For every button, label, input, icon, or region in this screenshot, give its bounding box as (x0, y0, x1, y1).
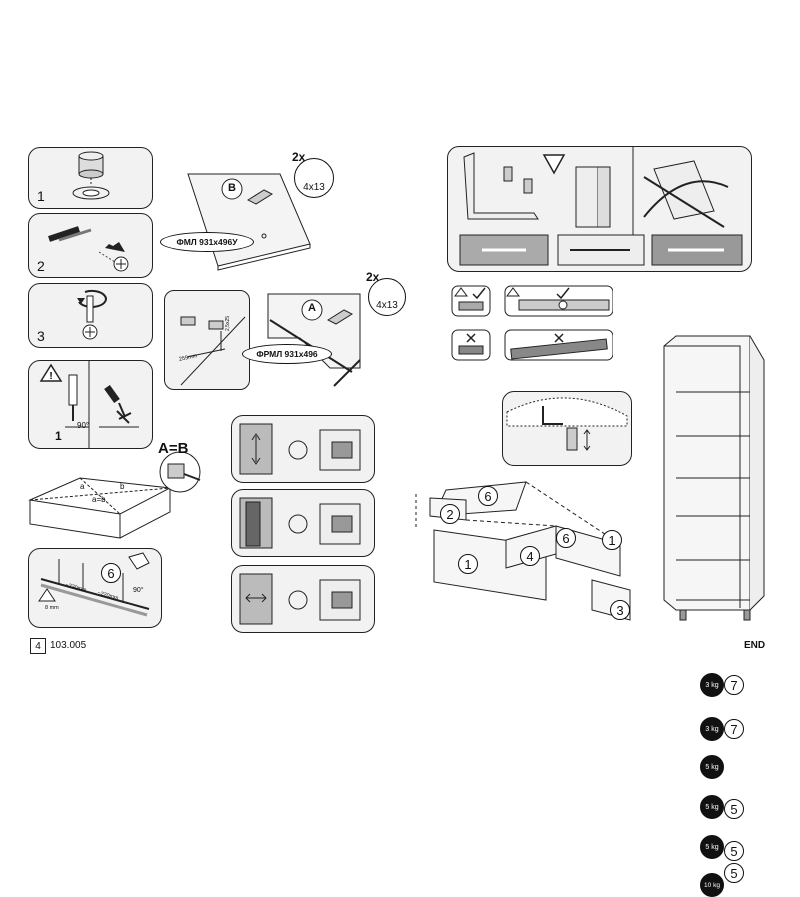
angle-label: 90° (133, 587, 144, 594)
nail-edge-label: 8 mm (45, 605, 59, 611)
screw-angle-warning-panel: ! 1 90° (28, 360, 153, 449)
step-number: 3 (37, 328, 45, 344)
door-depth-adjust-illustration (239, 497, 361, 549)
svg-text:!: ! (49, 371, 52, 382)
weight-icon: 5 kg (700, 795, 724, 819)
screw-detail: 4x13 (294, 158, 334, 198)
page-number: 4 (35, 640, 41, 652)
hinge-a-section: 2,5x25 255mm 2x 4x13 A ФРМЛ 931x496 (160, 268, 406, 398)
weight-icon: 10 kg (700, 873, 724, 897)
part-marker: 1 (458, 554, 478, 574)
hinge-adjust-horizontal-panel (231, 565, 375, 633)
shelf-marker: 7 (724, 719, 744, 739)
diag-ab-label: a=b (92, 495, 106, 504)
end-label: END (744, 640, 766, 651)
weight-icon: 3 kg (700, 717, 724, 741)
dowel-illustration (48, 226, 129, 272)
tall-cabinet-illustration (663, 335, 765, 621)
hinge-b-section: 2x 4x13 B ФМЛ 931x496У (160, 148, 340, 283)
step-6-marker: 6 (101, 563, 121, 583)
part-marker: 2 (440, 504, 460, 524)
step-2-panel: 2 (28, 213, 153, 278)
weight-icon: 5 kg (700, 835, 724, 859)
diagonal-equal-label: A=B (158, 440, 189, 457)
shelf-marker: 5 (724, 863, 744, 883)
diag-a-label: a (80, 482, 85, 491)
back-panel-nailing-panel: 6 ~220mm ~220mm 8 mm 90° (28, 548, 162, 628)
hinge-a-detail-panel: 2,5x25 255mm (164, 290, 250, 390)
cabinet-load-section: 3 kg 7 3 kg 7 5 kg 5 kg 5 5 kg 5 10 kg 5 (660, 332, 770, 897)
shelf-marker: 5 (724, 841, 744, 861)
hinge-adjust-vertical-panel (231, 415, 375, 483)
step-label: 1 (55, 429, 62, 443)
step-number: 6 (107, 565, 115, 581)
hinge-a-label: A (308, 302, 316, 314)
weight-icon: 5 kg (700, 755, 724, 779)
leveling-foot-illustration (506, 397, 628, 451)
part-marker: 1 (602, 530, 622, 550)
screw-detail: 4x13 (368, 278, 406, 316)
cam-lock-illustration (72, 151, 110, 200)
screw-size-label: 4x13 (376, 300, 398, 311)
wall-mount-panel (447, 146, 752, 272)
hinge-a-detail-illustration (180, 316, 246, 386)
back-panel-illustration (38, 552, 150, 617)
screw-dim-label: 2,5x25 (225, 315, 231, 331)
part-marker: 3 (610, 600, 630, 620)
carcass-measure-illustration (28, 451, 201, 539)
hinge-b-label: B (228, 182, 236, 194)
step-3-panel: 3 (28, 283, 153, 348)
shelf-marker: 5 (724, 799, 744, 819)
page-number-box: 4 (30, 638, 46, 654)
door-horizontal-adjust-illustration (239, 573, 361, 625)
screwdriver-illustration (77, 289, 107, 340)
step-1-panel: 1 (28, 147, 153, 209)
leveling-foot-panel (502, 391, 632, 466)
part-marker: 6 (478, 486, 498, 506)
screw-size-label: 4x13 (303, 182, 325, 193)
step-number: 2 (37, 258, 45, 274)
hinge-adjust-depth-panel (231, 489, 375, 557)
part-marker: 6 (556, 528, 576, 548)
part-code-b: ФМЛ 931x496У (160, 232, 254, 252)
shelf-marker: 7 (724, 675, 744, 695)
diag-b-label: b (120, 482, 125, 491)
part-code-a: ФРМЛ 931x496 (242, 344, 332, 364)
door-vertical-adjust-illustration (239, 423, 361, 475)
document-code: 103.005 (50, 640, 87, 651)
step-number: 1 (37, 188, 45, 204)
screw-angle-illustration: ! (39, 361, 139, 448)
diagonal-measure-section: A=B a b a=b (20, 440, 210, 540)
level-check-section (451, 284, 614, 368)
spirit-level-illustration (451, 285, 614, 361)
part-marker: 4 (520, 546, 540, 566)
top-module-exploded-section: 6 2 6 4 1 1 3 (406, 470, 656, 635)
angle-label: 90° (77, 421, 90, 430)
wall-mount-illustration (459, 147, 743, 266)
weight-icon: 3 kg (700, 673, 724, 697)
